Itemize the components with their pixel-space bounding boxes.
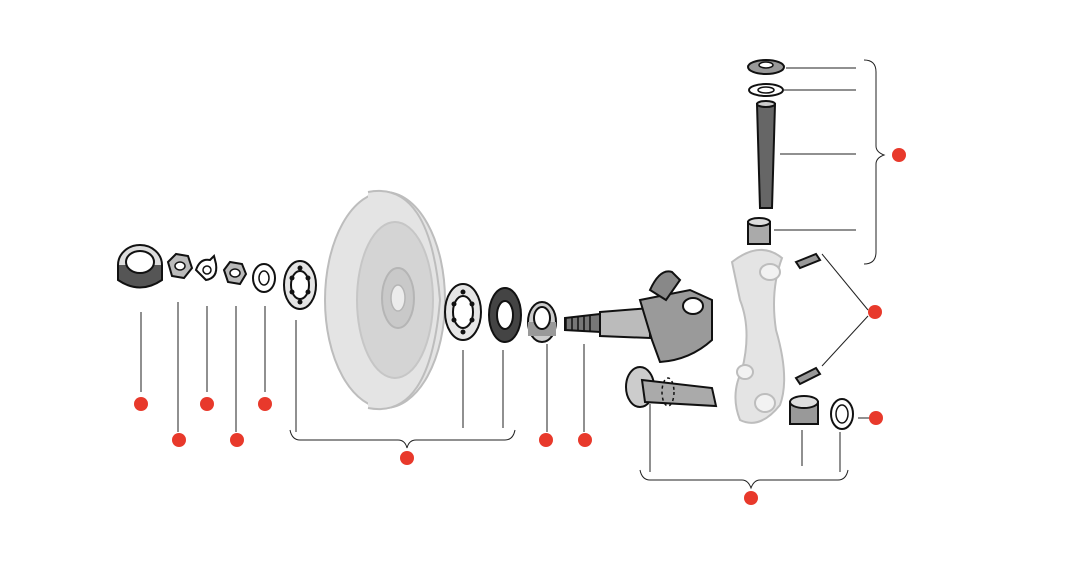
- outer-bearing-part: [283, 260, 317, 310]
- spacer-ring-part: [527, 301, 557, 343]
- hub-cap-part: [117, 244, 163, 289]
- callout-marker-grease-nipples[interactable]: [868, 305, 882, 319]
- callout-marker-hub-cap[interactable]: [134, 397, 148, 411]
- callout-marker-tab-washer[interactable]: [200, 397, 214, 411]
- hex-nut-part: [166, 252, 194, 280]
- wheel-drum-ghost: [324, 189, 446, 411]
- callout-marker-thrust-washer[interactable]: [258, 397, 272, 411]
- callout-marker-lock-nut[interactable]: [230, 433, 244, 447]
- callout-marker-king-pin-group[interactable]: [892, 148, 906, 162]
- lock-nut-part: [222, 260, 248, 286]
- stub-axle-part: [564, 270, 713, 364]
- callout-marker-spacer-ring[interactable]: [539, 433, 553, 447]
- king-pin-assembly: [747, 59, 785, 245]
- bushing-part: [789, 395, 819, 425]
- callout-marker-pivot-pin-group[interactable]: [744, 491, 758, 505]
- grease-nipple-upper: [794, 252, 822, 270]
- tab-washer-part: [194, 254, 218, 282]
- grease-seal-part: [488, 287, 522, 343]
- callout-marker-wheel-bearings-group[interactable]: [400, 451, 414, 465]
- pivot-pin-part: [625, 366, 718, 408]
- thrust-washer-part: [252, 263, 276, 293]
- seal-ring-part: [830, 398, 854, 430]
- inner-bearing-part: [444, 283, 482, 341]
- grease-nipple-lower: [794, 366, 822, 386]
- callout-marker-stub-axle-thread[interactable]: [578, 433, 592, 447]
- stub-axle-arm-ghost: [730, 249, 786, 424]
- leader-lines: [140, 59, 886, 490]
- callout-marker-seal-ring[interactable]: [869, 411, 883, 425]
- callout-marker-hex-nut[interactable]: [172, 433, 186, 447]
- callout-markers: [134, 148, 906, 505]
